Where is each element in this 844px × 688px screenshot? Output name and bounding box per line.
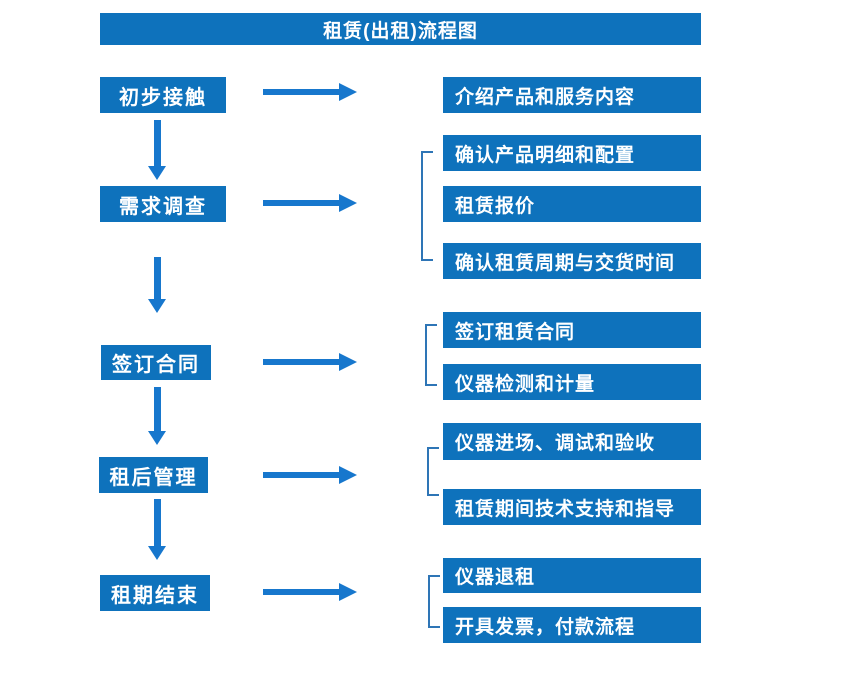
- detail-box-instrument-return: 仪器退租: [443, 558, 701, 593]
- arrow-head: [339, 353, 357, 371]
- detail-box-sign-rental-contract: 签订租赁合同: [443, 312, 701, 348]
- arrow-head: [339, 583, 357, 601]
- detail-box-intro-products: 介绍产品和服务内容: [443, 77, 701, 113]
- arrow-shaft: [153, 387, 161, 431]
- arrow-shaft: [153, 120, 161, 166]
- arrow-head: [148, 299, 166, 313]
- arrow-head: [148, 546, 166, 560]
- detail-box-instrument-testing: 仪器检测和计量: [443, 364, 701, 400]
- arrow-down-icon: [148, 499, 166, 560]
- arrow-down-icon: [148, 257, 166, 313]
- arrow-shaft: [263, 200, 339, 206]
- stage-box-post-rental-mgmt: 租后管理: [99, 457, 208, 493]
- detail-box-instrument-setup: 仪器进场、调试和验收: [443, 423, 701, 460]
- arrow-head: [339, 83, 357, 101]
- arrow-shaft: [153, 499, 161, 546]
- arrow-right-icon: [263, 83, 357, 101]
- bracket-icon: [421, 151, 433, 261]
- arrow-right-icon: [263, 583, 357, 601]
- detail-box-tech-support: 租赁期间技术支持和指导: [443, 489, 701, 525]
- arrow-down-icon: [148, 120, 166, 180]
- arrow-right-icon: [263, 466, 357, 484]
- arrow-head: [339, 194, 357, 212]
- arrow-shaft: [263, 359, 339, 365]
- detail-box-rental-quote: 租赁报价: [443, 186, 701, 222]
- arrow-down-icon: [148, 387, 166, 445]
- bracket-icon: [427, 447, 439, 496]
- arrow-right-icon: [263, 353, 357, 371]
- stage-box-initial-contact: 初步接触: [100, 77, 226, 113]
- detail-box-invoice-payment: 开具发票，付款流程: [443, 607, 701, 643]
- detail-box-confirm-period: 确认租赁周期与交货时间: [443, 243, 701, 279]
- arrow-shaft: [153, 257, 161, 299]
- arrow-right-icon: [263, 194, 357, 212]
- arrow-shaft: [263, 472, 339, 478]
- stage-box-rental-end: 租期结束: [100, 575, 210, 611]
- bracket-icon: [425, 324, 437, 386]
- detail-box-confirm-config: 确认产品明细和配置: [443, 135, 701, 171]
- bracket-icon: [428, 575, 440, 628]
- arrow-shaft: [263, 589, 339, 595]
- flowchart-title: 租赁(出租)流程图: [100, 13, 701, 45]
- arrow-head: [339, 466, 357, 484]
- stage-box-sign-contract: 签订合同: [101, 345, 211, 380]
- arrow-head: [148, 431, 166, 445]
- arrow-head: [148, 166, 166, 180]
- stage-box-demand-survey: 需求调查: [100, 186, 226, 222]
- arrow-shaft: [263, 89, 339, 95]
